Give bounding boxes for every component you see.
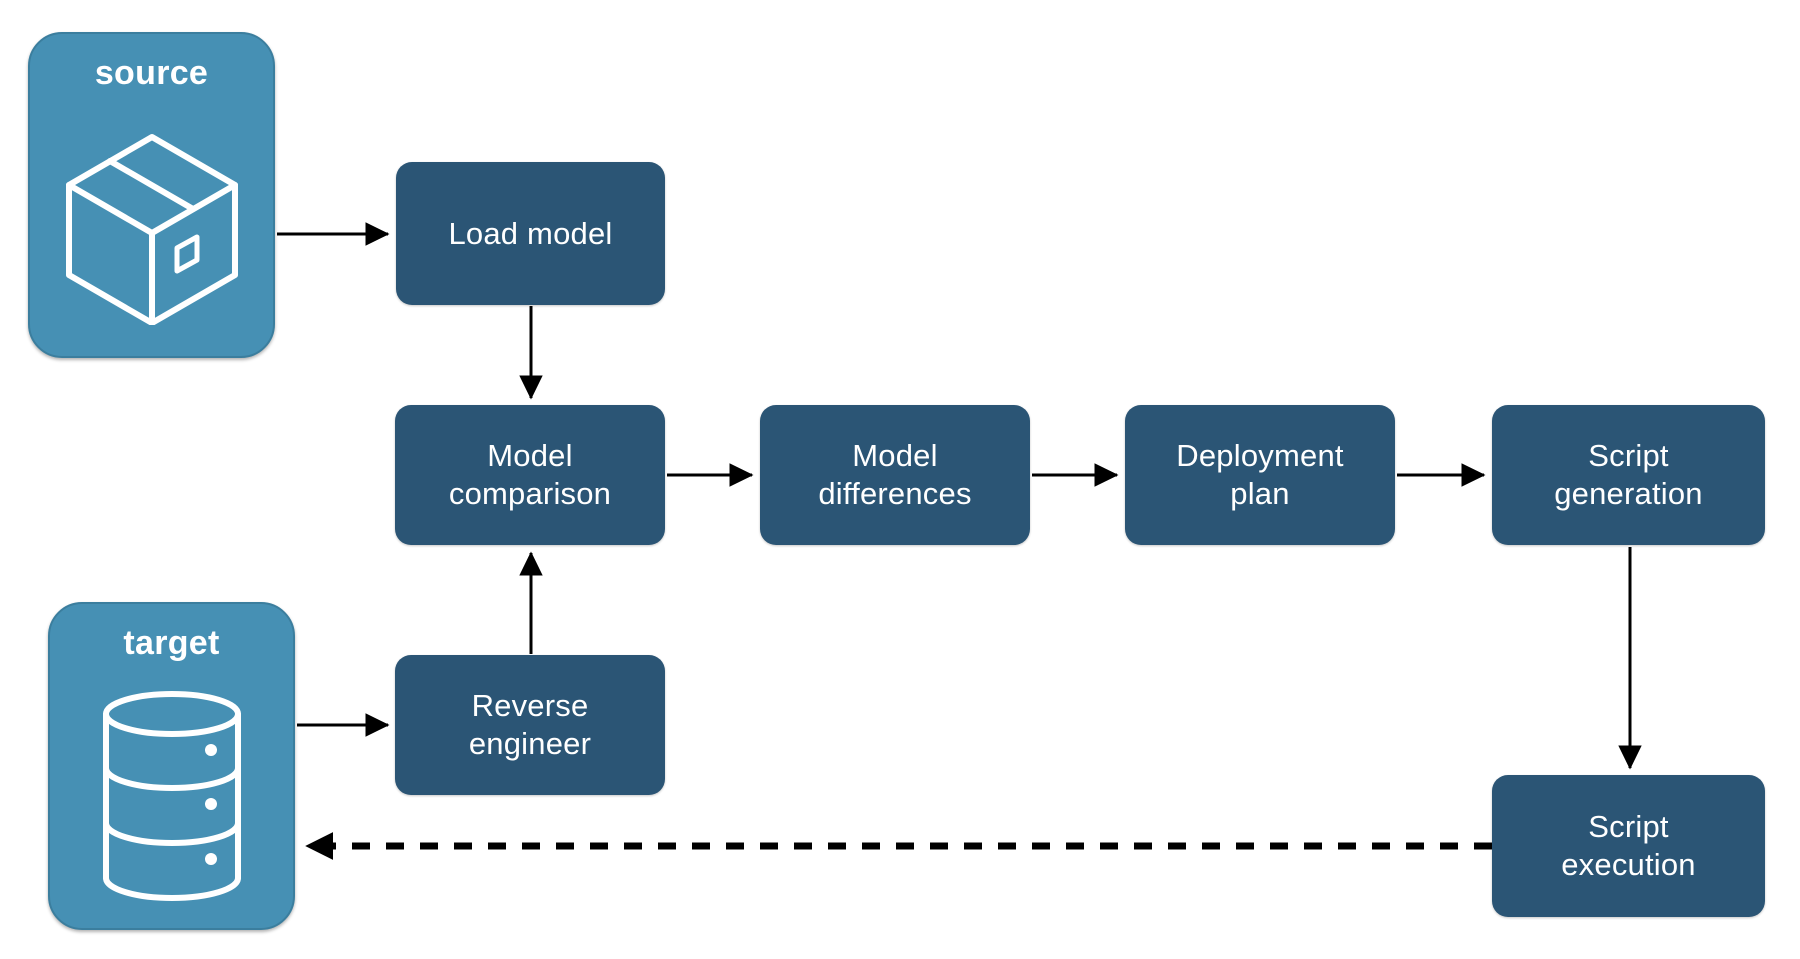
source-panel-title: source: [94, 54, 209, 92]
process-load-model[interactable]: Load model: [396, 162, 665, 305]
database-cylinder-icon: [50, 663, 293, 928]
process-load-model-label: Load model: [448, 215, 613, 251]
source-panel[interactable]: source: [28, 32, 275, 358]
target-panel[interactable]: target: [48, 602, 295, 930]
process-reverse-engineer[interactable]: Reverse engineer: [395, 655, 665, 795]
process-reverse-engineer-label: Reverse engineer: [468, 688, 592, 761]
target-panel-title: target: [123, 624, 220, 662]
process-model-comparison[interactable]: Model comparison: [395, 405, 665, 545]
process-script-execution-label: Script execution: [1561, 809, 1696, 882]
process-script-generation[interactable]: Script generation: [1492, 405, 1765, 545]
process-script-execution[interactable]: Script execution: [1492, 775, 1765, 917]
process-model-comparison-label: Model comparison: [448, 438, 612, 511]
process-script-generation-label: Script generation: [1554, 438, 1703, 511]
package-box-icon: [30, 93, 273, 356]
process-model-differences-label: Model differences: [818, 438, 972, 511]
process-deployment-plan[interactable]: Deployment plan: [1125, 405, 1395, 545]
process-model-differences[interactable]: Model differences: [760, 405, 1030, 545]
process-deployment-plan-label: Deployment plan: [1176, 438, 1344, 511]
